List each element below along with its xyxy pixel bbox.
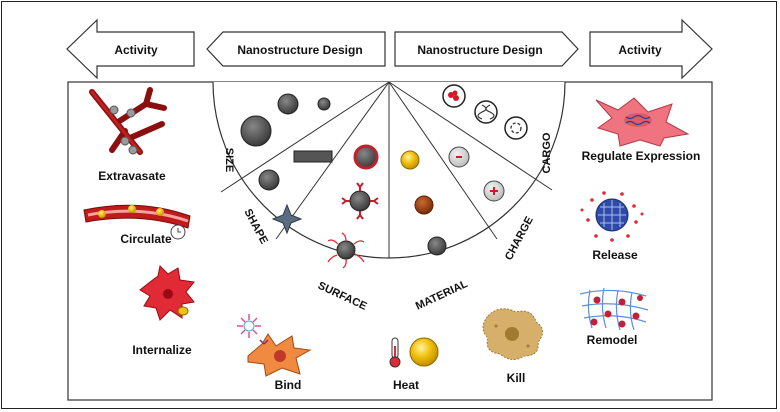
bind-nanoparticle-icon bbox=[237, 314, 261, 338]
shape-star-particle bbox=[271, 203, 303, 235]
bind-label: Bind bbox=[275, 378, 302, 392]
remodel-illustration bbox=[579, 287, 649, 331]
circulate-illustration bbox=[83, 204, 191, 240]
header-arrow-right-activity: Activity bbox=[589, 18, 713, 80]
heat-gold-particle bbox=[409, 337, 439, 367]
internalize-label: Internalize bbox=[132, 343, 192, 357]
heat-label: Heat bbox=[393, 378, 419, 392]
extravasate-label: Extravasate bbox=[98, 169, 166, 183]
release-illustration bbox=[580, 191, 644, 242]
internalize-illustration bbox=[139, 264, 195, 321]
surface-label: SURFACE bbox=[316, 280, 369, 313]
bind-illustration bbox=[237, 314, 312, 377]
size-particle-large bbox=[240, 115, 272, 147]
material-iron-particle bbox=[427, 236, 447, 256]
shape-rod-particle bbox=[293, 150, 333, 163]
charge-negative-particle bbox=[448, 146, 470, 168]
surface-ligand-particle bbox=[341, 182, 379, 220]
right-activity-label: Activity bbox=[618, 43, 662, 57]
surface-coated-particle bbox=[353, 144, 379, 170]
charge-label: CHARGE bbox=[503, 215, 536, 263]
kill-label: Kill bbox=[507, 371, 526, 385]
cargo-protein-particle bbox=[504, 116, 528, 140]
shape-sphere-particle bbox=[258, 169, 280, 191]
charge-positive-particle bbox=[483, 180, 505, 202]
surface-polymer-particle bbox=[327, 232, 365, 269]
cargo-dna-particle bbox=[474, 100, 498, 124]
dna-icon bbox=[625, 114, 651, 126]
release-label: Release bbox=[592, 248, 638, 262]
material-gold-particle bbox=[400, 150, 420, 170]
circulate-label: Circulate bbox=[120, 232, 172, 246]
cargo-label: CARGO bbox=[541, 132, 553, 173]
material-copper-particle bbox=[414, 195, 434, 215]
thermometer-icon bbox=[389, 337, 401, 368]
size-label: SIZE bbox=[223, 148, 235, 172]
extravasate-illustration bbox=[89, 87, 167, 155]
size-particle-medium bbox=[277, 93, 299, 115]
size-particle-small bbox=[317, 97, 331, 111]
cargo-drug-particle bbox=[442, 84, 466, 108]
material-label: MATERIAL bbox=[414, 278, 470, 313]
header-arrow-left-design: Nanostructure Design bbox=[206, 31, 386, 67]
remodel-label: Remodel bbox=[587, 333, 638, 347]
shape-label: SHAPE bbox=[241, 207, 269, 246]
heat-illustration bbox=[389, 337, 439, 368]
header-arrow-right-design: Nanostructure Design bbox=[394, 31, 579, 67]
regulate-expression-illustration bbox=[595, 97, 690, 147]
regulate-expression-label: Regulate Expression bbox=[582, 149, 701, 163]
design-wheel: SIZE SHAPE SURFACE MATERIAL bbox=[212, 81, 566, 313]
right-design-label: Nanostructure Design bbox=[417, 43, 542, 57]
kill-illustration bbox=[482, 308, 543, 360]
left-activity-label: Activity bbox=[114, 43, 158, 57]
left-design-label: Nanostructure Design bbox=[237, 43, 362, 57]
header-arrow-left-activity: Activity bbox=[66, 18, 195, 80]
